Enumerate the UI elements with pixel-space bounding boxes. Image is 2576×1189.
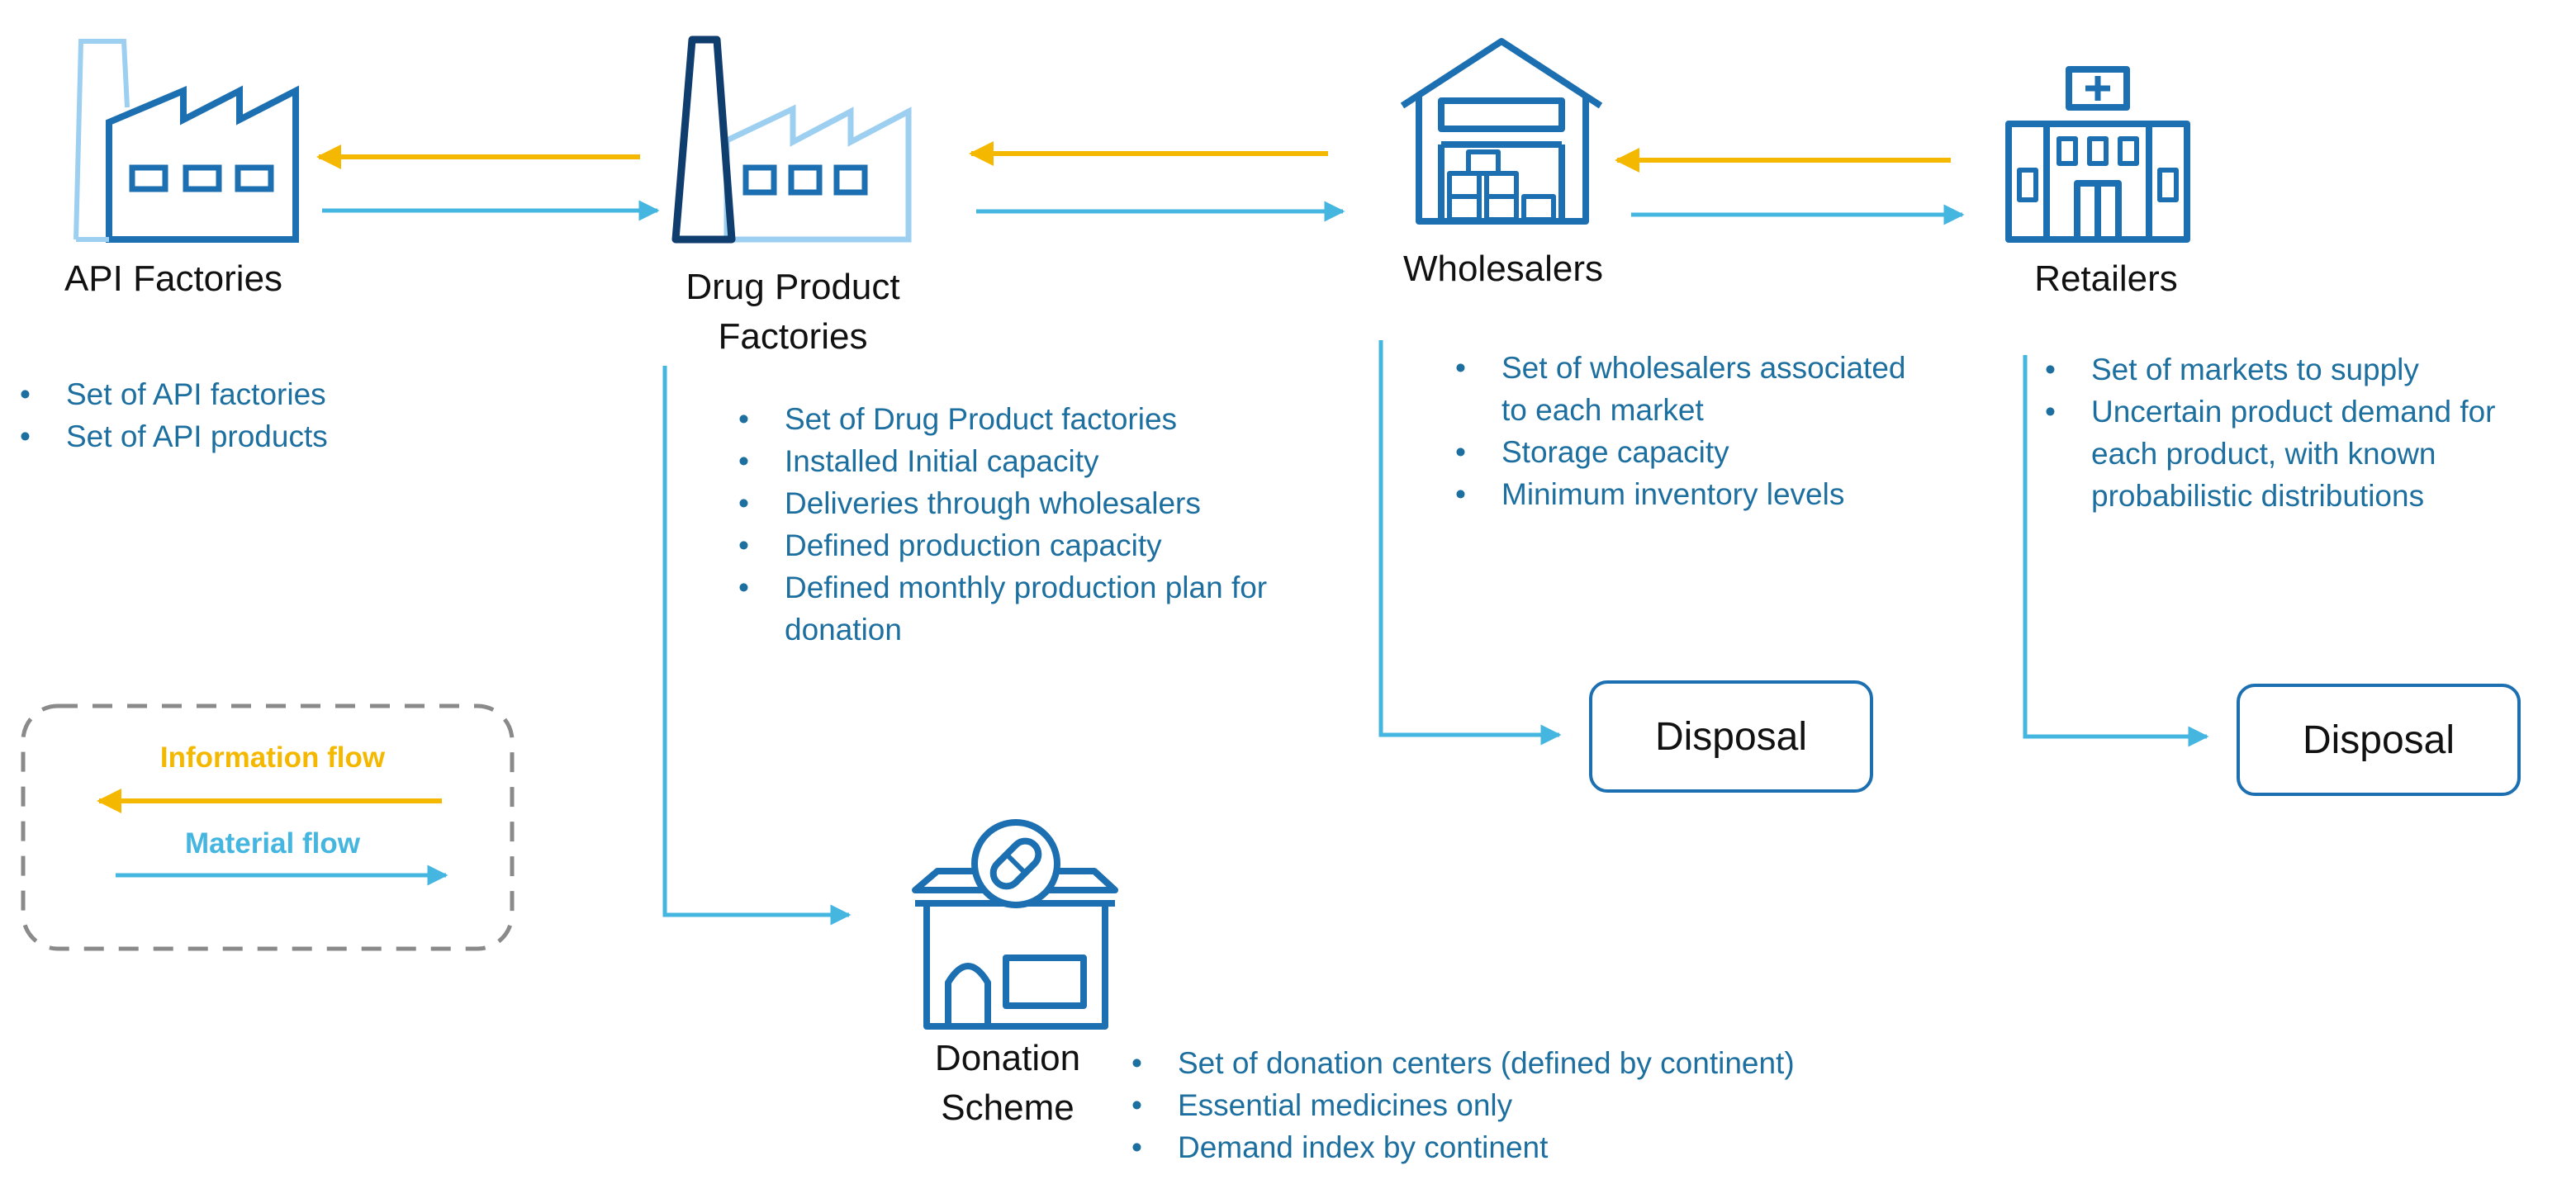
donation-scheme-bullets: Set of donation centers (defined by cont… [1130,1042,2038,1168]
api-factory-icon [74,39,299,243]
list-item: Essential medicines only [1130,1084,2038,1126]
retailers-label: Retailers [2034,258,2178,299]
list-item: Installed Initial capacity [737,440,1364,482]
list-item: Deliveries through wholesalers [737,482,1364,524]
legend-box [21,703,515,951]
api-factories-bullets: Set of API factories Set of API products [18,373,481,457]
legend-information-label: Information flow [159,741,386,774]
list-item: Defined production capacity [737,524,1364,566]
material-connector-retailers-to-disposal [2023,355,2209,747]
wholesalers-label: Wholesalers [1402,249,1604,289]
list-item: Set of markets to supply [2043,348,2564,391]
material-connector-drug-to-donation [662,366,852,926]
drug-label-line2: Factories [718,316,868,357]
list-item: Uncertain product demand for each produc… [2043,391,2564,517]
donation-scheme-label: Donation Scheme [900,1034,1115,1133]
material-connector-wholesalers-to-disposal [1378,340,1562,746]
list-item: Minimum inventory levels [1454,473,1916,515]
drug-product-factories-label: Drug Product Factories [636,263,950,362]
list-item: Set of API products [18,415,481,457]
list-item: Set of donation centers (defined by cont… [1130,1042,2038,1084]
list-item: Set of API factories [18,373,481,415]
wholesalers-disposal-box: Disposal [1589,680,1873,793]
list-item: Set of wholesalers associated to each ma… [1454,347,1916,431]
list-item: Set of Drug Product factories [737,398,1364,440]
drug-factory-icon [671,36,912,244]
donation-label-line2: Scheme [941,1087,1075,1128]
api-factories-label: API Factories [64,258,283,299]
disposal-label: Disposal [1654,714,1808,759]
donation-label-line1: Donation [934,1038,1081,1078]
wholesalers-bullets: Set of wholesalers associated to each ma… [1454,347,1916,515]
retailers-disposal-box: Disposal [2237,684,2521,796]
list-item: Defined monthly production plan for dona… [737,566,1364,651]
drug-factories-bullets: Set of Drug Product factories Installed … [737,398,1364,651]
list-item: Storage capacity [1454,431,1916,473]
drug-label-line1: Drug Product [686,267,900,307]
disposal-label: Disposal [2302,718,2455,762]
hospital-icon [2005,66,2190,243]
retailers-bullets: Set of markets to supply Uncertain produ… [2043,348,2564,517]
legend-material-label: Material flow [185,827,360,860]
pharmacy-icon [912,819,1118,1030]
list-item: Demand index by continent [1130,1126,2038,1168]
warehouse-icon [1400,38,1603,225]
